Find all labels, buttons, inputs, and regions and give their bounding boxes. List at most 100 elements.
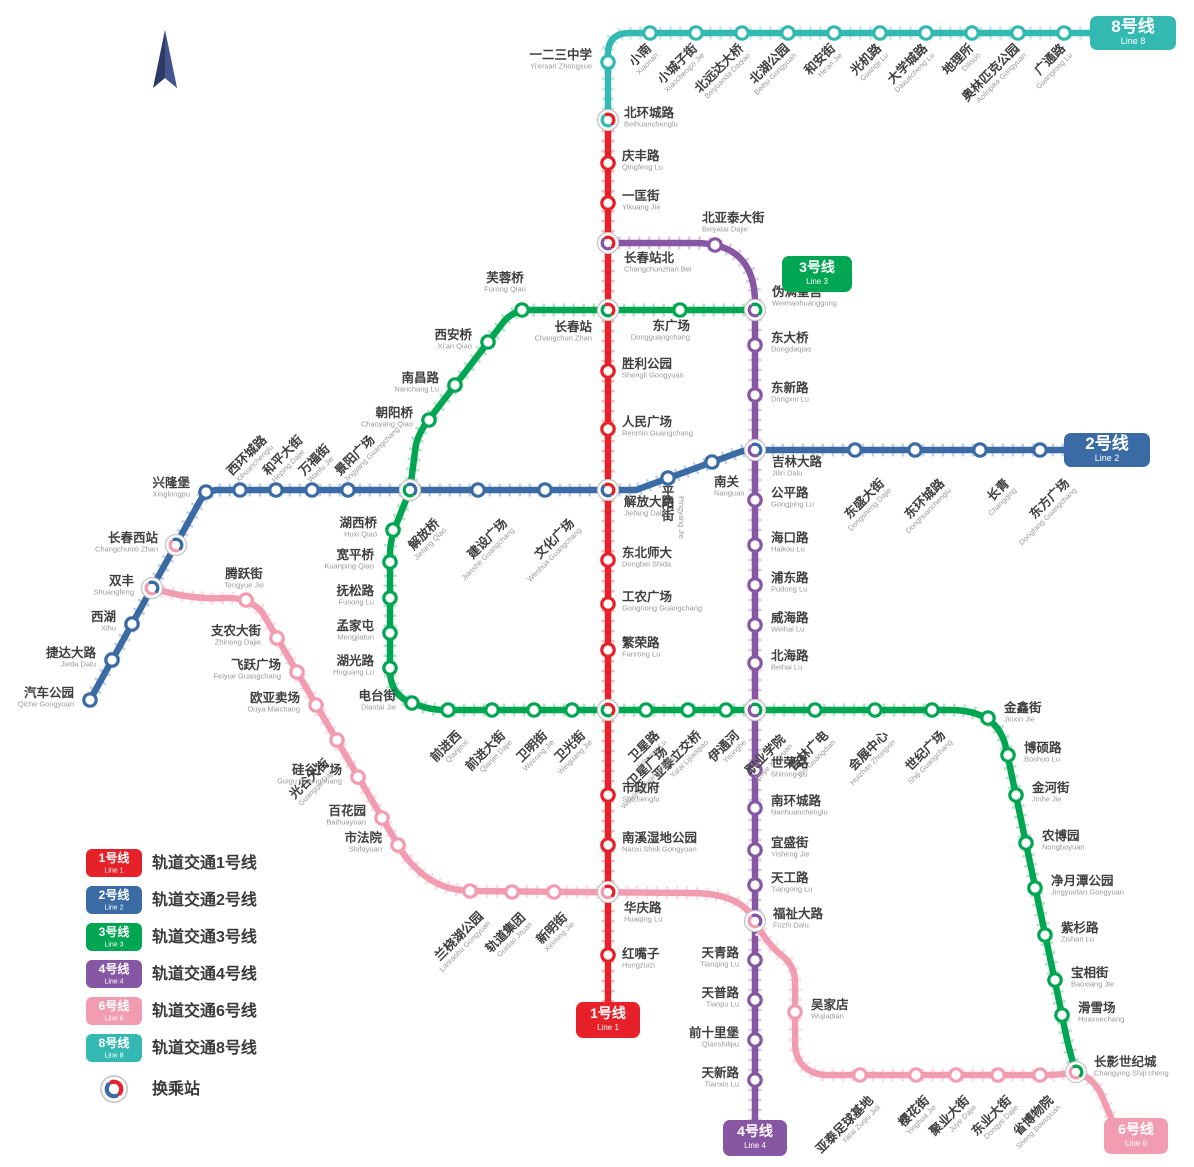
svg-text:Zhinong Dajie: Zhinong Dajie [215,638,261,647]
svg-text:Ouya Maichang: Ouya Maichang [247,705,300,714]
station-dot-tengyue-jie [238,592,254,608]
svg-text:飞跃广场: 飞跃广场 [231,657,281,672]
station-dot-jianshe-guangchang [470,482,486,498]
svg-text:Line 8: Line 8 [1121,36,1146,46]
svg-text:Line 2: Line 2 [1095,453,1120,463]
svg-text:吉林大路: 吉林大路 [772,454,823,469]
svg-text:百花园: 百花园 [328,803,366,818]
station-dot-tianqing-lu [747,952,763,968]
station-dot-guidao-jituan [504,884,520,900]
svg-text:南环城路: 南环城路 [771,793,822,808]
legend-desc-line1: 轨道交通1号线 [152,853,257,872]
svg-text:南溪湿地公园: 南溪湿地公园 [622,830,697,845]
svg-text:Changying Shiji cheng: Changying Shiji cheng [1094,1069,1169,1078]
svg-text:解放大路: 解放大路 [624,494,675,509]
svg-text:Shifayuan: Shifayuan [349,845,382,854]
svg-text:Mengjiatun: Mengjiatun [337,633,374,642]
station-dot-daxuecheng-lu [918,25,934,41]
legend-badge-line1 [86,849,142,877]
svg-text:人民广场: 人民广场 [622,414,672,429]
svg-text:8号线: 8号线 [1111,16,1154,36]
station-dot-jinhe-jie [1008,787,1024,803]
svg-text:3号线: 3号线 [99,924,130,939]
transfer-station-changchunzhan-bei [596,231,620,255]
station-dot-jilin-guangdian [807,702,823,718]
svg-text:天青路: 天青路 [701,945,739,960]
svg-text:公平路: 公平路 [771,485,809,500]
svg-text:一匡街: 一匡街 [622,188,660,203]
legend-badge-line2 [86,886,142,914]
stations-layer [82,25,1088,1088]
station-dot-mengjiatun [382,625,398,641]
station-dot-guangji-lu [872,25,888,41]
station-dot-jingyang-guangchang [340,482,356,498]
station-dot-boshuo-lu [1000,747,1016,763]
transfer-station-changchun-zhan [596,298,620,322]
svg-text:Dongbei Shida: Dongbei Shida [622,560,672,569]
svg-text:Fanrong Lu: Fanrong Lu [622,650,660,659]
svg-text:北环城路: 北环城路 [624,105,675,120]
legend-desc-line3: 轨道交通3号线 [152,927,257,946]
svg-text:华庆路: 华庆路 [624,900,662,915]
station-dot-beihai-lu [747,655,763,671]
svg-text:吴家店: 吴家店 [811,997,849,1012]
svg-text:6号线: 6号线 [1118,1121,1154,1137]
svg-text:Nanchang Lu: Nanchang Lu [394,385,439,394]
svg-text:威海路: 威海路 [771,610,809,625]
station-dot-xinglongpu [198,484,214,500]
transfer-station-icon [100,1075,128,1103]
transfer-station-weimanhuanggong [743,298,767,322]
station-dot-nanchang-lu [447,377,463,393]
line-line8 [601,26,1094,124]
station-dot-yi-ersan-zhongxue [600,54,616,70]
transfer-station-changchunxi-zhan [164,533,188,557]
station-dot-huaxuechang [1054,1007,1070,1023]
station-dot-weihai-lu [747,617,763,633]
station-dot-pingyang-jie [660,470,676,486]
transfer-station-jiefang-qiao [398,478,422,502]
svg-text:4号线: 4号线 [99,961,130,976]
legend-transfer-label: 换乘站 [152,1079,200,1098]
station-dot-fusong-lu [382,590,398,606]
svg-text:Fusong Lu: Fusong Lu [339,598,374,607]
legend-badge-line3 [86,923,142,951]
station-dot-haikou-lu [747,537,763,553]
svg-text:Weihai Lu: Weihai Lu [771,625,804,634]
svg-text:Dongdaqiao: Dongdaqiao [771,345,811,354]
station-dot-nanguan [704,454,720,470]
transfer-station-huaqing-lu [596,880,620,904]
line-line8-core [604,29,1094,124]
station-dot-hongzuizi [600,947,616,963]
svg-text:市政府: 市政府 [622,780,660,795]
